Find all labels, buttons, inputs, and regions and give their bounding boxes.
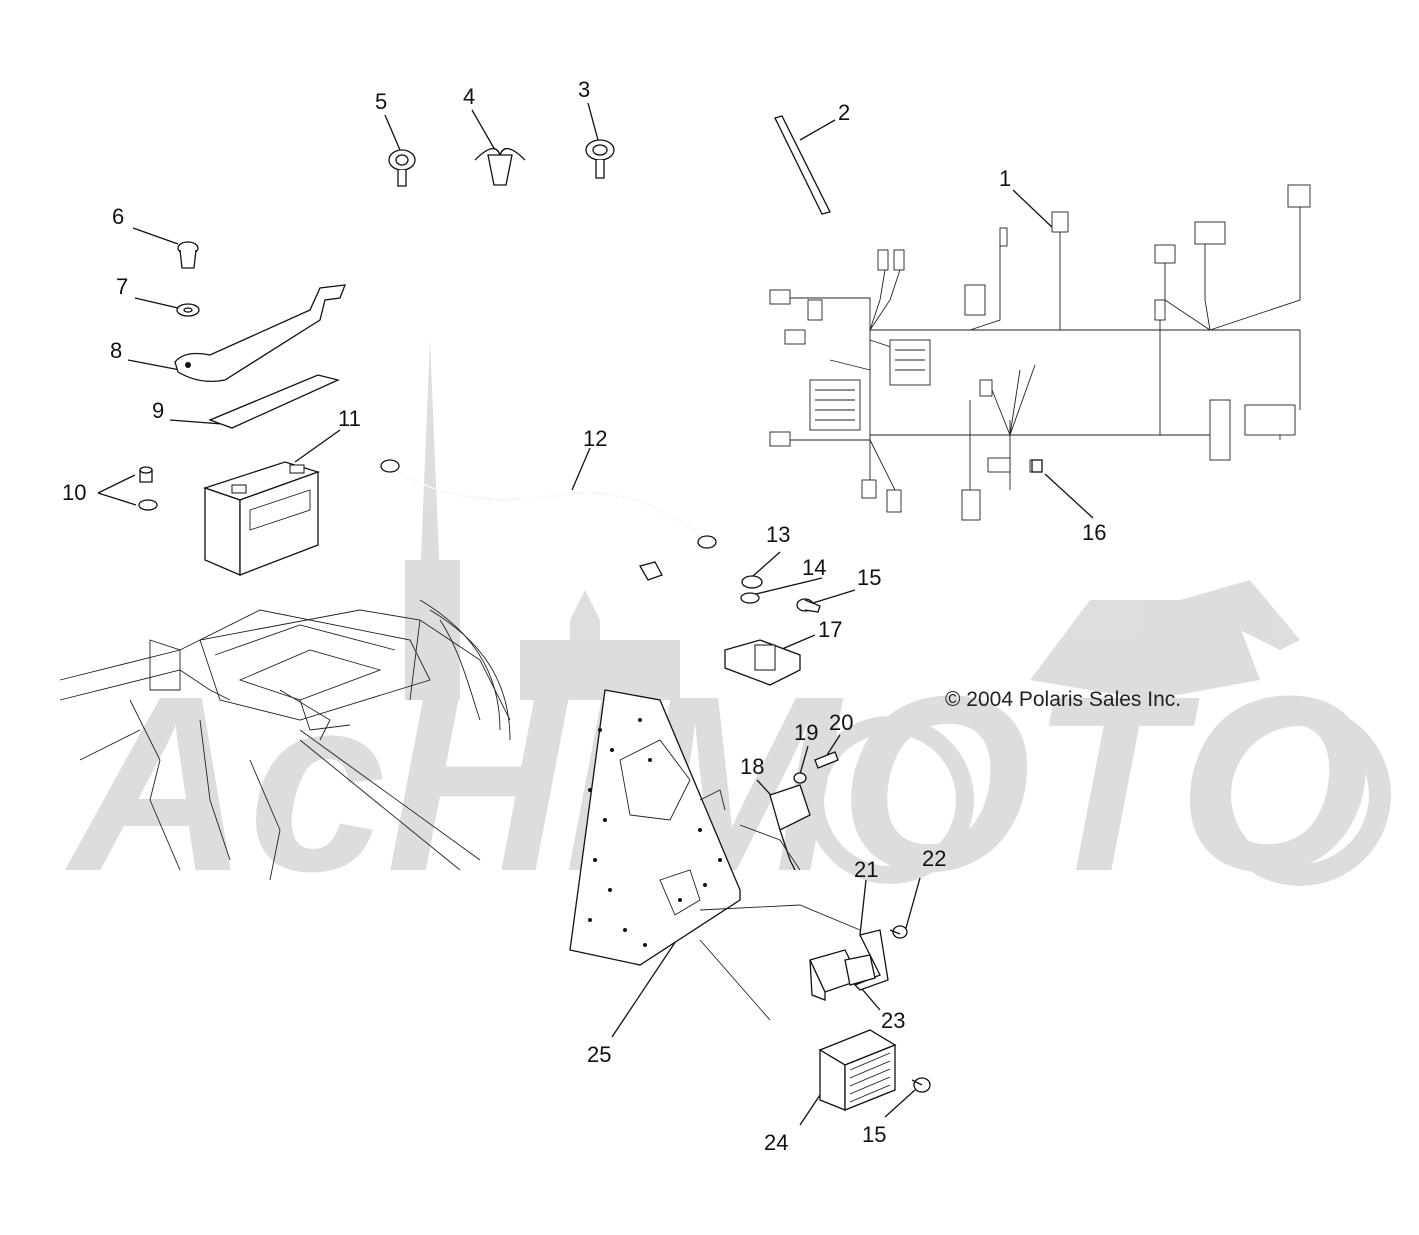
callout-3: 3: [578, 77, 590, 102]
callout-21: 21: [854, 857, 878, 882]
frame-chassis: [59, 599, 511, 881]
callout-25: 25: [587, 1042, 611, 1067]
part-15-screw: [796, 598, 821, 613]
part-3-clip: [585, 139, 615, 179]
copyright-notice: © 2004 Polaris Sales Inc.: [945, 688, 1181, 711]
part-19-relay: [769, 772, 811, 871]
callout-1: 1: [999, 166, 1011, 191]
part-6-bolt: [177, 241, 199, 269]
callout-12: 12: [583, 426, 607, 451]
callout-7: 7: [116, 274, 128, 299]
callout-5: 5: [375, 89, 387, 114]
part-17-bracket: [724, 639, 801, 686]
callout-22: 22: [922, 846, 946, 871]
callout-4: 4: [463, 84, 475, 109]
watermark: AcHIMOTO: [64, 340, 1391, 923]
callout-16: 16: [1082, 520, 1106, 545]
part-15-screw-lower: [911, 1077, 931, 1093]
part-23-module: [809, 949, 876, 1001]
callout-8: 8: [110, 338, 122, 363]
callout-15a: 15: [857, 565, 881, 590]
callout-10: 10: [62, 480, 86, 505]
part-24-regulator: [818, 1029, 897, 1111]
part-25-mounting-plate: [569, 689, 861, 1021]
part-22-screw: [889, 925, 908, 939]
callout-6: 6: [112, 204, 124, 229]
part-13-nut: [741, 575, 763, 589]
part-2-rod: [774, 115, 831, 215]
part-10-bolt-nut: [138, 466, 158, 511]
callout-17: 17: [818, 617, 842, 642]
part-5-clip: [388, 149, 416, 187]
wire-harness: [769, 184, 1311, 521]
callout-15b: 15: [862, 1122, 886, 1147]
part-14-washer: [740, 592, 760, 604]
part-7-washer: [176, 303, 200, 317]
callout-20: 20: [829, 710, 853, 735]
callout-9: 9: [152, 398, 164, 423]
callout-2: 2: [838, 100, 850, 125]
part-20-screw: [814, 751, 839, 769]
part-9-pad: [208, 374, 340, 429]
callout-14: 14: [802, 555, 826, 580]
leader-lines: [97, 102, 1094, 1126]
callout-labels: 1 2 3 4 5 6 7 8 9 10 11 12 13 14 15 16 1…: [62, 77, 1106, 1155]
callout-18: 18: [740, 754, 764, 779]
part-12-cable: [380, 459, 717, 581]
part-11-battery: [202, 461, 321, 576]
callout-23: 23: [881, 1008, 905, 1033]
part-21-bracket: [853, 929, 889, 991]
part-4-clip: [474, 148, 526, 186]
callout-24: 24: [764, 1130, 788, 1155]
part-16-connector: [1031, 459, 1043, 473]
part-8-hold-down-strap: [174, 284, 346, 383]
callout-11: 11: [338, 406, 361, 431]
callout-19: 19: [794, 720, 818, 745]
callout-13: 13: [766, 522, 790, 547]
